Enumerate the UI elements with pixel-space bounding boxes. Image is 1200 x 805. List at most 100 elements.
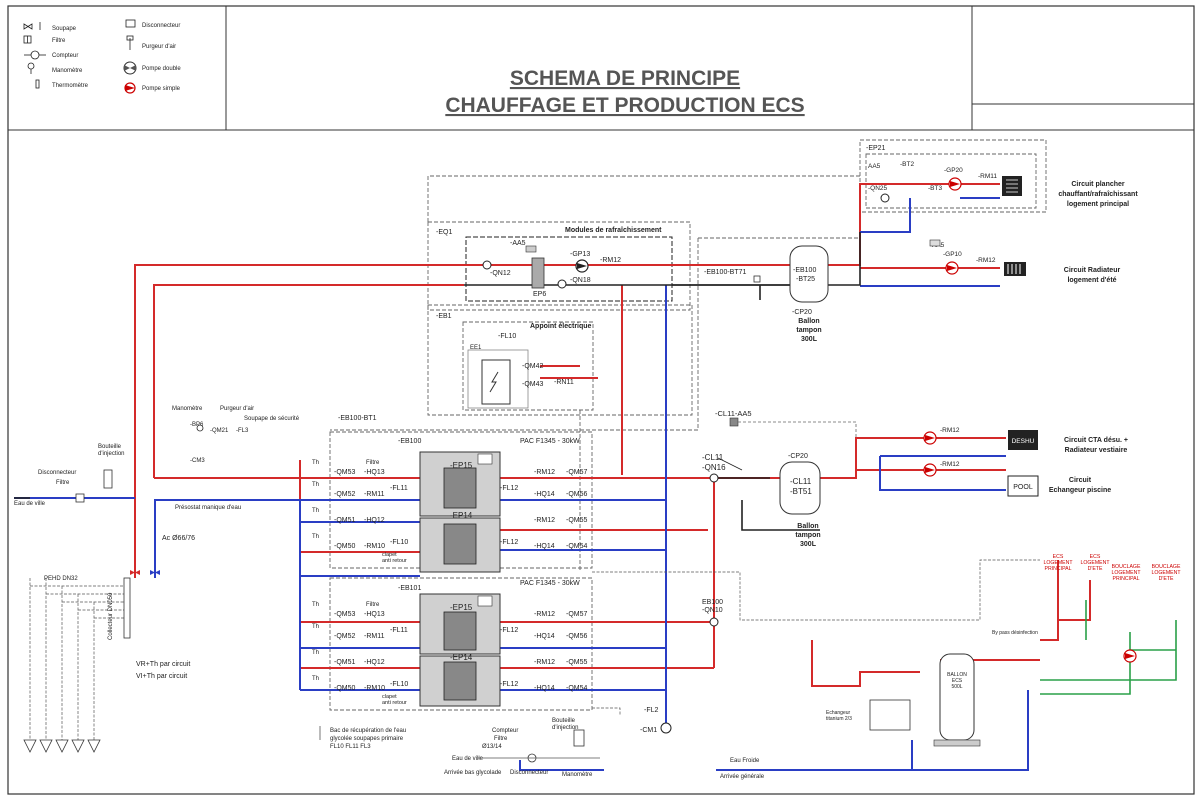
radiateur-loop: -GP10 -RM12 [943,251,1026,276]
pac2-right-mid-3: -HQ14 [534,685,555,692]
eq1-label: -EQ1 [436,229,452,236]
cta-pump-arrow-1 [925,435,935,441]
ep21-qn25: -QN25 [868,185,888,192]
deshu-label: DESHU [1012,438,1035,445]
ballon-3: 500L [951,684,962,690]
pac2-right-mid-2: -RM12 [534,659,555,666]
ep6-label: EP6 [533,291,546,298]
gp13-pump-arrow [577,263,587,269]
pac1-label: PAC F1345 - 30kW [520,438,580,445]
pac2-left-tag-2: -QM51 [334,659,356,666]
bottom-arrivee: Arrivée bas glycolade [444,770,502,776]
qn16-label: -QN16 [702,463,726,472]
ecs1-2: LOGEMENT [1043,560,1073,566]
cta-rm12-2: -RM12 [940,461,960,468]
circuit-plancher-2: chauffant/rafraîchissant [1058,191,1138,198]
boucl2-3: D'ETE [1159,576,1174,582]
legend-thermometre: Thermomètre [52,83,89,89]
boucl1-3: PRINCIPAL [1112,576,1139,582]
ep21-label: -EP21 [866,145,886,152]
pac2-right-tag-1: -QM56 [566,633,588,640]
rm12-rad-label: -RM12 [976,257,996,264]
pac2-clapet-1: clapet [382,694,397,700]
pac-units [419,451,501,707]
cl11-label: -CL11 [702,453,724,462]
pac1-mid-tag-0: -HQ13 [364,469,385,476]
pac2-th-3: Th [312,676,319,682]
pac1-exchanger-2 [443,523,477,565]
ml-vi: VI+Th par circuit [136,673,187,680]
bottom-bouteille-1: Bouteille [552,718,576,724]
heater-symbol [489,371,499,393]
ml-purgeur: Purgeur d'air [220,406,254,412]
circuit-radiateur-1: Circuit Radiateur [1064,267,1121,274]
cl11-signal-line [717,457,743,471]
pac2-mid-tag-0: -HQ13 [364,611,385,618]
bottom-manometre: Manomètre [562,772,593,778]
pac1-th-1: Th [312,482,319,488]
circuit-cta-2: Radiateur vestiaire [1065,447,1128,454]
ml-pressostat: Présostat manique d'eau [175,505,241,511]
ep21-bt3: -BT3 [928,185,942,192]
cm1-expansion-icon [660,722,672,734]
circuit-piscine-1: Circuit [1069,477,1092,484]
ecs2-3: D'ETE [1088,566,1103,572]
pac2-left-tag-3: -QM50 [334,685,356,692]
ml-collecteur: Collecteur DN050 [108,592,114,640]
tank1-label-2: tampon [796,327,821,334]
deshu-box [1008,430,1038,450]
bottom-supply: -FL2 -CM1 Bac de récupération de l'eau g… [319,707,765,780]
tank1-cp20: -CP20 [792,309,812,316]
tank2-cl11: -CL11 [790,477,812,486]
single-pump-icon [124,82,136,94]
rm12-mod-label: -RM12 [600,257,621,264]
eb1-label: -EB1 [436,313,452,320]
pac2-clapet-2: anti retour [382,700,407,706]
ep21-aa5-box [929,239,941,247]
pac1-right-mid-0: -RM12 [534,469,555,476]
qn12-label: -QN12 [490,270,511,277]
ml-fl3: -FL3 [236,428,249,434]
ml-bouteille-2: d'injection [98,451,125,457]
pac2-display [477,595,493,607]
pac1-right-tag-3: -QM54 [566,543,588,550]
title-line-2: CHAUFFAGE ET PRODUCTION ECS [445,94,804,117]
qn18-label: -QN18 [570,277,591,284]
boucl1-2: LOGEMENT [1111,570,1141,576]
pipes-thin [29,559,1040,740]
ecs-equipment: BALLON ECS 500L Echangeur titanium 2/3 B… [826,630,1137,747]
ballon-2: ECS [952,678,963,684]
pac1-right-tag-0: -QM57 [566,469,588,476]
qn16-valve-icon [709,473,719,483]
pool-box [1007,475,1039,497]
tank2: -CP20 -CL11 -BT51 Ballon tampon 300L [779,453,821,548]
ecs1-3: PRINCIPAL [1044,566,1071,572]
circuit-cta-1: Circuit CTA désu. + [1064,437,1128,444]
tank2-label-3: 300L [800,541,817,548]
ml-manometre: Manomètre [172,406,203,412]
legend: Soupape Filtre Compteur Manomètre Thermo… [23,19,181,94]
legend-pompe-double: Pompe double [142,66,181,72]
pac1-exchanger-1 [443,467,477,509]
ml-red-valve-icon [130,570,140,575]
tank1-eb100: -EB100 [793,267,816,274]
pac1-fl11: -FL11 [390,485,408,492]
appoint-qm42: -QM42 [522,363,544,370]
legend-filtre: Filtre [52,38,66,44]
circuit-piscine-2: Echangeur piscine [1049,487,1111,494]
pac1-th-0: Th [312,460,319,466]
plancher-emitter [1002,176,1022,196]
aa5-box [525,245,537,253]
cl11-aa5-label: -CL11-AA5 [715,409,752,418]
modules-components: -AA5 -GP13 -RM12 -QN12 -QN18 EP6 [482,240,761,298]
tank1-bt25: -BT25 [796,276,815,283]
pac1-fl10: -FL10 [390,539,408,546]
pac1-mid-tag-3: -RM10 [364,543,385,550]
sheet-border [7,5,1195,795]
appoint-fl10: -FL10 [498,333,516,340]
circuit-radiateur-label: Circuit Radiateur logement d'été [1064,267,1121,284]
manometer-icon [27,62,35,74]
eb100-label: -EB100 [398,438,421,445]
tank1-body [789,245,829,303]
